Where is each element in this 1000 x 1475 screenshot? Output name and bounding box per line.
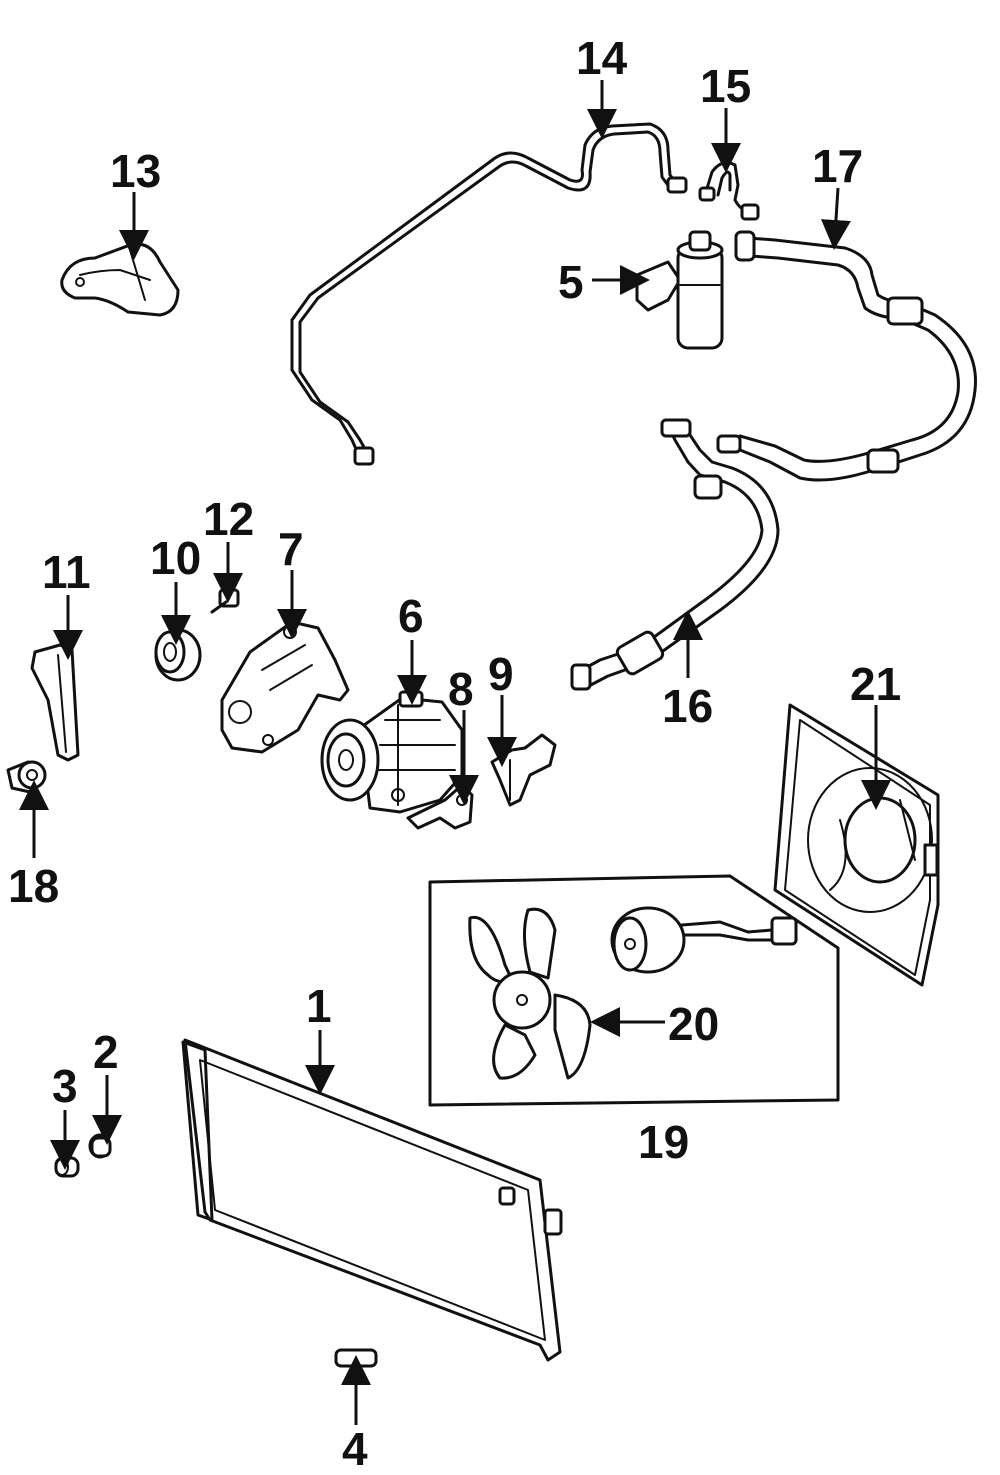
part-6-compressor xyxy=(320,690,464,814)
callout-8: 8 xyxy=(448,663,474,715)
callout-5: 5 xyxy=(558,256,584,308)
part-21-fan-shroud xyxy=(773,703,940,987)
part-11-belt xyxy=(30,643,80,762)
part-10-pulley xyxy=(154,628,202,682)
callout-20: 20 xyxy=(668,998,719,1050)
fan-motor xyxy=(610,906,798,974)
part-16-suction-hose xyxy=(570,418,780,691)
callout-4: 4 xyxy=(342,1423,368,1475)
callout-1: 1 xyxy=(306,980,332,1032)
part-4-cap xyxy=(334,1348,378,1368)
callout-12: 12 xyxy=(203,493,254,545)
callout-16: 16 xyxy=(662,680,713,732)
part-13-bracket xyxy=(60,242,180,317)
callout-9: 9 xyxy=(488,648,514,700)
part-18-idler xyxy=(6,760,47,794)
part-2-plug xyxy=(88,1133,112,1159)
callout-17: 17 xyxy=(812,140,863,192)
part-17-discharge-hose xyxy=(716,230,977,482)
callout-3: 3 xyxy=(52,1060,78,1112)
callout-7: 7 xyxy=(278,523,304,575)
part-3-plug xyxy=(54,1156,80,1178)
part-19-fan-motor-assembly xyxy=(428,874,840,1107)
callout-2: 2 xyxy=(93,1026,119,1078)
leader-lines xyxy=(19,80,891,1425)
callout-21: 21 xyxy=(850,658,901,710)
part-5-receiver-drier xyxy=(635,230,724,350)
callout-19: 19 xyxy=(638,1116,689,1168)
callout-13: 13 xyxy=(110,145,161,197)
callout-6: 6 xyxy=(398,590,424,642)
part-1-condenser xyxy=(181,1038,563,1362)
callout-14: 14 xyxy=(576,32,628,84)
callout-18: 18 xyxy=(8,860,59,912)
callout-10: 10 xyxy=(150,532,201,584)
part-20-fan-blade xyxy=(468,907,592,1080)
part-14-liquid-line xyxy=(290,122,688,466)
callout-15: 15 xyxy=(700,60,751,112)
part-15-tube xyxy=(698,161,760,221)
part-12-bolt xyxy=(210,588,240,614)
callout-11: 11 xyxy=(42,546,91,598)
